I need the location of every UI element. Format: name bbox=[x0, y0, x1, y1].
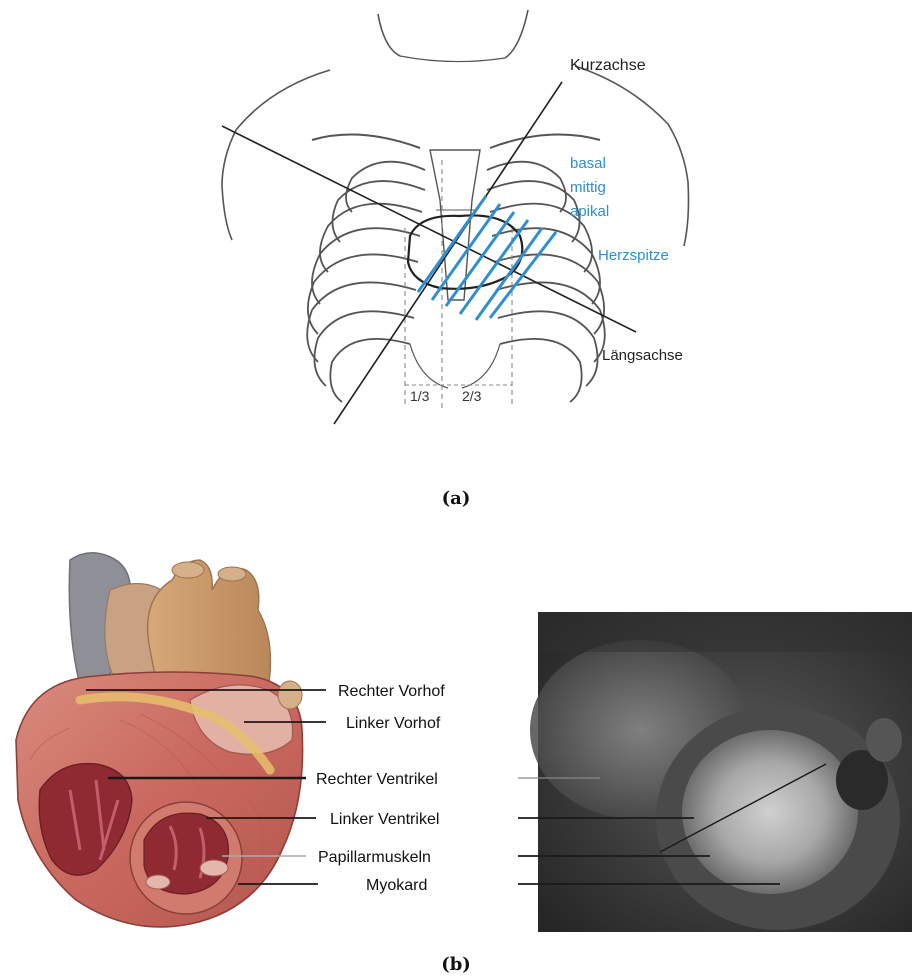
label-linker-vorhof: Linker Vorhof bbox=[346, 715, 441, 732]
label-myokard: Myokard bbox=[366, 877, 427, 894]
caption-b: (b) bbox=[441, 954, 471, 975]
label-one-third: 1/3 bbox=[410, 388, 430, 404]
label-two-thirds: 2/3 bbox=[462, 388, 482, 404]
label-basal: basal bbox=[570, 155, 606, 172]
label-linker-ventrikel: Linker Ventrikel bbox=[330, 811, 439, 828]
label-mittig: mittig bbox=[570, 179, 606, 196]
label-papillarmuskeln: Papillarmuskeln bbox=[318, 849, 431, 866]
label-herzspitze: Herzspitze bbox=[598, 247, 669, 264]
caption-a: (a) bbox=[442, 488, 471, 509]
heart-illustration bbox=[16, 553, 303, 927]
label-rechter-ventrikel: Rechter Ventrikel bbox=[316, 771, 438, 788]
label-kurzachse: Kurzachse bbox=[570, 57, 646, 74]
short-axis-line bbox=[334, 82, 562, 424]
label-rechter-vorhof: Rechter Vorhof bbox=[338, 683, 445, 700]
label-apikal: apikal bbox=[570, 203, 609, 220]
label-laengsachse: Längsachse bbox=[602, 347, 683, 364]
